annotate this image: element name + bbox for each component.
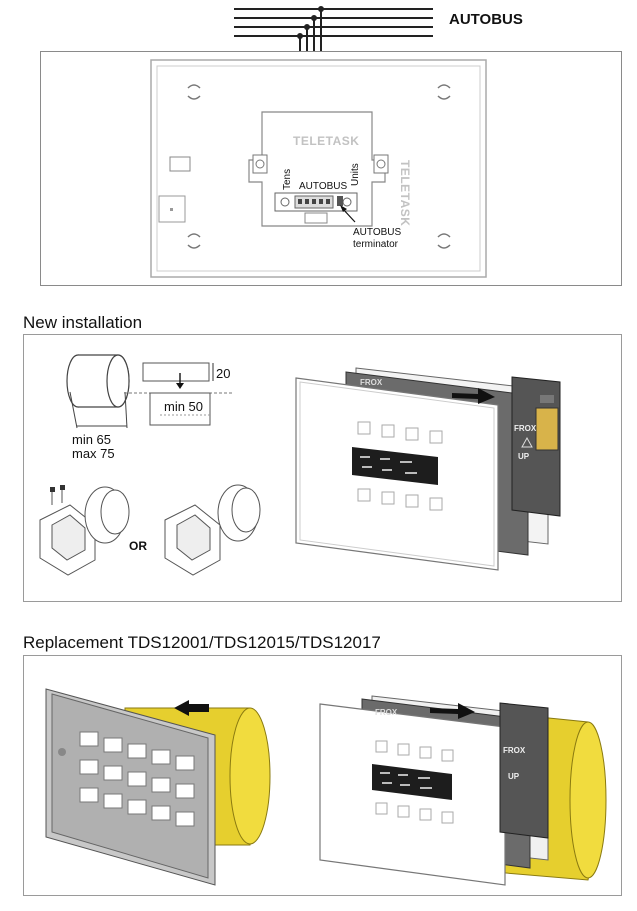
dim-min-diameter: min 65 (72, 432, 112, 447)
back-plate-drawing (150, 59, 487, 278)
mount-up-label: UP (518, 452, 530, 461)
terminator-label-line1: AUTOBUS (353, 227, 402, 238)
dim-depth-20: 20 (216, 366, 231, 381)
terminator-label-line2: terminator (353, 239, 399, 250)
replacement-mount-up-label: UP (508, 772, 520, 781)
new-installation-title: New installation (23, 313, 143, 332)
mount-frame-text: FROX (514, 424, 537, 433)
dim-max-diameter: max 75 (72, 446, 115, 461)
dim-min-depth: min 50 (164, 399, 204, 414)
connector-label: AUTOBUS (299, 181, 348, 192)
frame-text: FROX (360, 378, 383, 387)
brand-text-center: TELETASK (293, 134, 360, 148)
new-installation-drawing (39, 354, 561, 576)
replacement-mount-frame-text: FROX (503, 746, 526, 755)
replacement-frame-text: FROX (375, 708, 398, 717)
or-label: OR (129, 539, 147, 553)
autobus-label: AUTOBUS (449, 11, 523, 28)
replacement-title: Replacement TDS12001/TDS12015/TDS12017 (23, 633, 381, 652)
